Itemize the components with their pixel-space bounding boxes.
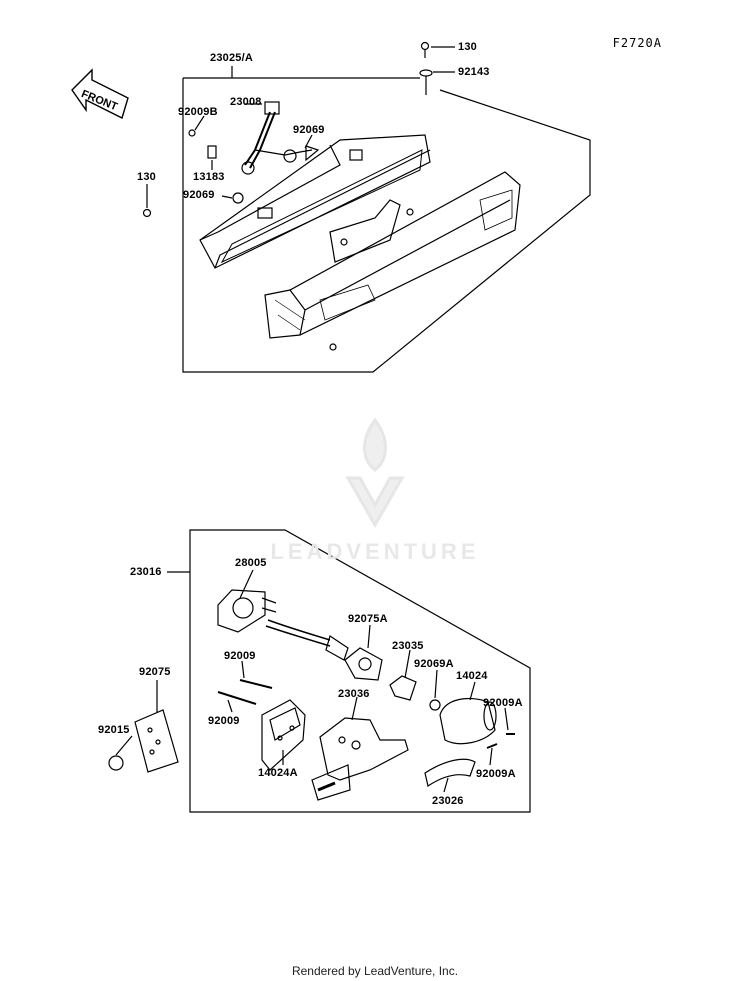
part-label[interactable]: 92009 — [224, 650, 256, 662]
part-label[interactable]: 92009A — [476, 768, 516, 780]
part-label[interactable]: 23025/A — [210, 52, 253, 64]
part-label[interactable]: 28005 — [235, 557, 267, 569]
part-label[interactable]: 130 — [458, 41, 477, 53]
part-label[interactable]: 92069 — [293, 124, 325, 136]
grommet-13183 — [207, 145, 217, 159]
washer-92143 — [419, 69, 433, 77]
plate-92075 — [134, 709, 179, 773]
wiring-harness — [241, 101, 320, 175]
part-label[interactable]: 92069A — [414, 658, 454, 670]
part-label[interactable]: 23016 — [130, 566, 162, 578]
taillight-lens — [264, 171, 521, 339]
footer-credit: Rendered by LeadVenture, Inc. — [291, 964, 459, 978]
part-label[interactable]: 92075A — [348, 613, 388, 625]
screw-a — [406, 208, 414, 216]
plate-bracket — [311, 717, 409, 801]
watermark-logo — [345, 417, 405, 529]
reflector-23026 — [424, 758, 476, 787]
part-label[interactable]: 92009B — [178, 106, 218, 118]
diagram-code: F2720A — [612, 36, 662, 50]
license-lens — [439, 697, 497, 745]
taillight-housing — [199, 134, 431, 269]
screw-92009-b — [217, 691, 257, 705]
part-label[interactable]: 23008 — [230, 96, 262, 108]
lower-frame — [189, 529, 531, 813]
part-label[interactable]: 92069 — [183, 189, 215, 201]
part-label[interactable]: 14024 — [456, 670, 488, 682]
part-label[interactable]: 92009 — [208, 715, 240, 727]
screw-c — [329, 343, 337, 351]
part-label[interactable]: 92015 — [98, 724, 130, 736]
bulb-92069 — [232, 192, 244, 204]
socket-assembly — [217, 589, 349, 661]
part-label[interactable]: 13183 — [193, 171, 225, 183]
part-label[interactable]: 23026 — [432, 795, 464, 807]
part-label[interactable]: 14024A — [258, 767, 298, 779]
part-label[interactable]: 23035 — [392, 640, 424, 652]
part-label[interactable]: 130 — [137, 171, 156, 183]
screw-92009a-b — [486, 743, 498, 749]
part-label[interactable]: 92009A — [483, 697, 523, 709]
grommet-92075a — [344, 647, 383, 681]
part-label[interactable]: 92143 — [458, 66, 490, 78]
front-arrow-icon — [71, 68, 129, 119]
bracket-23035 — [389, 675, 417, 701]
gasket — [329, 199, 401, 263]
screw-b — [340, 238, 348, 246]
screw-92009b — [188, 129, 196, 137]
part-label[interactable]: 23036 — [338, 688, 370, 700]
screw-130b — [142, 208, 152, 218]
watermark-text: LEADVENTURE — [270, 539, 480, 564]
part-label[interactable]: 92075 — [139, 666, 171, 678]
screw-92009-a — [239, 679, 273, 689]
screw-130 — [420, 41, 430, 51]
bulb-92069a — [429, 699, 441, 711]
housing-14024a — [261, 699, 306, 771]
upper-frame — [182, 77, 591, 373]
nut-92015 — [108, 755, 124, 771]
